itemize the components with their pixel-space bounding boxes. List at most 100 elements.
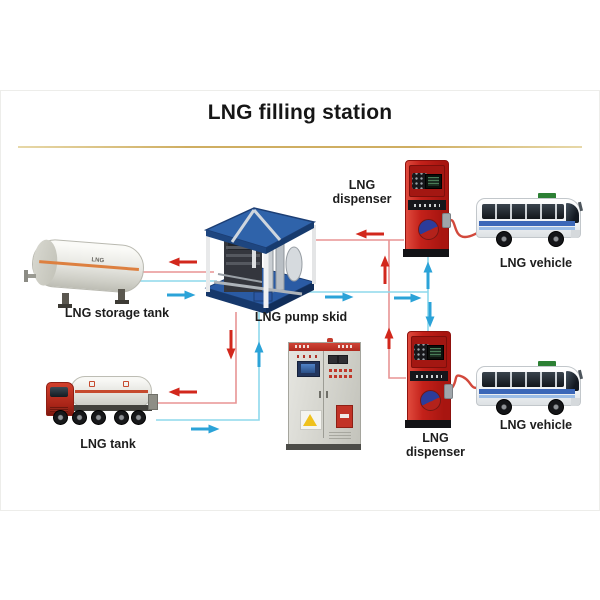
bus-bottom-graphic bbox=[476, 360, 584, 418]
pump-skid-graphic bbox=[202, 206, 318, 320]
cabinet-display-screen bbox=[301, 364, 315, 373]
bus-bumper bbox=[571, 230, 580, 238]
blue-flow-arrow-icons bbox=[167, 261, 435, 434]
storage-tank-label: LNG storage tank bbox=[64, 306, 170, 320]
truck-chassis bbox=[66, 405, 152, 411]
bus-bumper bbox=[571, 398, 580, 406]
tank-truck-label: LNG tank bbox=[80, 437, 136, 451]
truck-tank-marking bbox=[123, 381, 129, 387]
dispenser-name-band bbox=[408, 200, 446, 210]
pump-skid-art bbox=[203, 207, 317, 314]
vehicle-bottom-label: LNG vehicle bbox=[499, 418, 573, 432]
dispenser-logo-icon bbox=[420, 390, 441, 411]
dispenser-base bbox=[403, 249, 449, 257]
bus-window-pillars bbox=[482, 372, 564, 387]
cabinet-door-divider bbox=[323, 351, 324, 438]
storage-tank-vessel: LNG bbox=[30, 237, 146, 295]
cabinet-red-label bbox=[329, 369, 353, 372]
truck-wheel bbox=[72, 410, 87, 425]
truck-wheel bbox=[131, 410, 146, 425]
bus-windows bbox=[482, 372, 564, 387]
dispenser-top-label: LNG dispenser bbox=[332, 178, 392, 206]
cabinet-door-handle bbox=[319, 391, 321, 398]
truck-wheel bbox=[91, 410, 106, 425]
control-cabinet-graphic bbox=[286, 338, 361, 450]
title-divider bbox=[18, 146, 582, 148]
cabinet-header-band bbox=[289, 343, 360, 351]
cabinet-red-label bbox=[329, 375, 353, 378]
cabinet-door-handle bbox=[326, 391, 328, 398]
truck-tank-vessel bbox=[70, 376, 152, 408]
cabinet-meter bbox=[338, 355, 348, 364]
dispenser-logo-icon bbox=[418, 219, 439, 240]
bus-body bbox=[476, 198, 584, 238]
bus-stripe bbox=[479, 227, 575, 230]
dispenser-band-text bbox=[416, 375, 442, 378]
bus-windshield bbox=[566, 203, 579, 223]
cabinet-warning-sticker bbox=[300, 410, 322, 430]
bus-top-graphic bbox=[476, 192, 584, 250]
dispenser-screen-display bbox=[428, 177, 439, 186]
dispenser-name-band bbox=[410, 371, 448, 381]
bus-stripe bbox=[479, 389, 575, 394]
truck-cab-grille bbox=[50, 407, 68, 412]
dispenser-bottom-graphic bbox=[405, 331, 453, 428]
storage-tank-valve bbox=[24, 270, 28, 282]
truck-tank-marking bbox=[89, 381, 95, 387]
cabinet-header-text bbox=[338, 345, 354, 348]
cabinet-body bbox=[288, 342, 361, 445]
dispenser-screen bbox=[425, 174, 442, 189]
bus-stripe bbox=[479, 395, 575, 398]
cabinet-header-text bbox=[295, 345, 311, 348]
bus-body bbox=[476, 366, 584, 406]
bus-destination-sign bbox=[538, 193, 556, 199]
bus-wheel bbox=[496, 231, 512, 247]
storage-tank-graphic: LNG bbox=[24, 237, 146, 308]
red-flow-arrow-icons bbox=[168, 229, 394, 397]
dispenser-base bbox=[405, 420, 451, 428]
storage-tank-foot bbox=[115, 300, 129, 304]
cabinet-meter bbox=[328, 355, 338, 364]
warning-triangle-icon bbox=[303, 414, 317, 426]
bus-window-pillars bbox=[482, 204, 564, 219]
bus-wheel bbox=[548, 399, 564, 415]
storage-tank-leg bbox=[118, 289, 125, 302]
truck-wheel bbox=[114, 410, 129, 425]
dispenser-bottom-label: LNG dispenser bbox=[405, 431, 466, 459]
cabinet-base bbox=[286, 444, 361, 450]
bus-stripe bbox=[479, 221, 575, 226]
bus-wheel bbox=[548, 231, 564, 247]
truck-tank-stripe bbox=[75, 390, 148, 393]
danger-sign-text bbox=[340, 414, 349, 418]
storage-tank-foot bbox=[58, 304, 72, 308]
dispenser-panel bbox=[411, 336, 447, 368]
dispenser-hose-port bbox=[444, 384, 453, 399]
storage-tank-pipe bbox=[26, 274, 36, 278]
tank-truck-graphic bbox=[46, 374, 158, 426]
truck-wheel bbox=[53, 410, 68, 425]
bus-wheel bbox=[496, 399, 512, 415]
bus-windows bbox=[482, 204, 564, 219]
red-pipe-lines bbox=[136, 239, 406, 404]
storage-tank-leg bbox=[62, 293, 69, 306]
dispenser-body bbox=[405, 160, 451, 252]
pump-skid-label: LNG pump skid bbox=[254, 310, 348, 324]
bus-windshield bbox=[566, 371, 579, 391]
dispenser-band-text bbox=[414, 204, 440, 207]
cabinet-indicator-lights bbox=[297, 355, 319, 358]
dispenser-screen-display bbox=[430, 348, 441, 357]
vehicle-top-label: LNG vehicle bbox=[499, 256, 573, 270]
dispenser-body bbox=[407, 331, 453, 423]
bus-destination-sign bbox=[538, 361, 556, 367]
dispenser-panel bbox=[409, 165, 445, 197]
dispenser-keypad bbox=[412, 173, 427, 189]
cabinet-vents bbox=[329, 432, 351, 439]
truck-rear-cabinet bbox=[148, 394, 158, 410]
cabinet-display bbox=[297, 361, 320, 377]
storage-tank-marking: LNG bbox=[91, 257, 105, 265]
cabinet-danger-sign bbox=[336, 405, 353, 428]
dispenser-screen bbox=[427, 345, 444, 360]
dispenser-keypad bbox=[414, 344, 429, 360]
